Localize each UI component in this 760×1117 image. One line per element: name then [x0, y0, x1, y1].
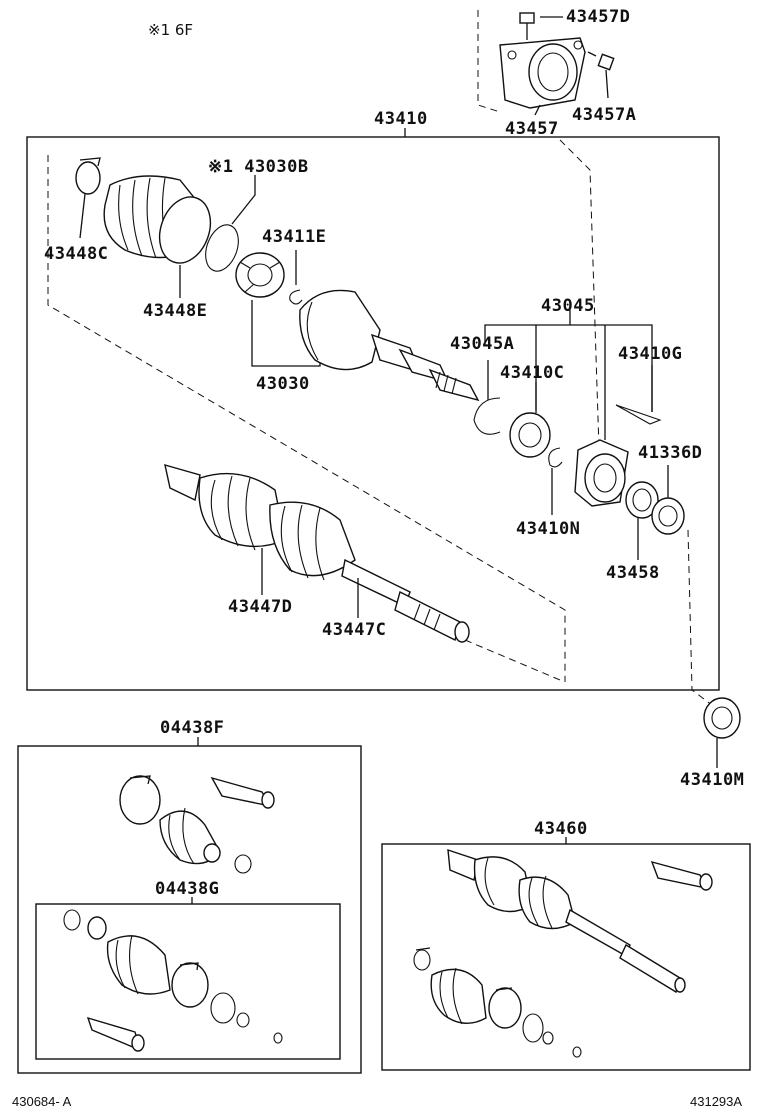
boot-clamp-43448E-part — [158, 196, 212, 264]
label-43447C: 43447C — [322, 620, 386, 640]
inboard-joint-shaft-part — [164, 464, 470, 643]
assembly-43460-contents — [413, 848, 713, 1058]
kit-04438G-contents — [63, 909, 283, 1052]
bolt-43457A-part — [587, 51, 615, 71]
leader-43457A — [605, 69, 609, 99]
guide-line-left — [47, 155, 566, 682]
label-43030B: ※1 43030B — [208, 157, 309, 177]
bearing-bracket-part — [499, 37, 586, 109]
label-43410G: 43410G — [618, 344, 682, 364]
label-43457A: 43457A — [572, 105, 636, 125]
leader-43030B — [231, 175, 256, 225]
label-04438F: 04438F — [160, 718, 224, 738]
dust-deflector-43458-part — [625, 481, 659, 519]
label-43447D: 43447D — [228, 597, 292, 617]
label-43045A: 43045A — [450, 334, 514, 354]
guide-line-shaft-end — [464, 639, 561, 681]
guide-line-bracket — [477, 10, 501, 113]
label-43448C: 43448C — [44, 244, 108, 264]
boot-clamp-43448C-part — [75, 157, 101, 195]
assembly-frame-43410 — [26, 136, 720, 691]
outboard-cv-joint-part — [235, 252, 285, 298]
circlip-43411E-part — [289, 289, 303, 305]
center-bearing-43410C-part — [509, 412, 551, 458]
footer-left-code: 430684- A — [12, 1094, 72, 1109]
label-43045: 43045 — [541, 296, 595, 316]
label-43410: 43410 — [374, 109, 428, 129]
guide-line-seal — [687, 529, 713, 706]
label-43457: 43457 — [505, 119, 559, 139]
bearing-housing-part — [574, 439, 629, 507]
oil-seal-41336D-part — [651, 497, 685, 535]
outer-joint-shaft-part — [299, 289, 480, 402]
oil-seal-43410M-part — [703, 697, 741, 739]
label-43460: 43460 — [534, 819, 588, 839]
label-43457D: 43457D — [566, 7, 630, 27]
kit-frame-04438F — [17, 745, 362, 1074]
label-43411E: 43411E — [262, 227, 326, 247]
footer-right-code: 431293A — [690, 1094, 742, 1109]
snap-ring-43045A-part — [473, 397, 501, 435]
snap-ring-43030B-part — [205, 224, 239, 272]
washer-43410G-part — [615, 404, 662, 425]
label-41336D: 41336D — [638, 443, 702, 463]
kit-04438F-contents — [119, 775, 275, 874]
kit-frame-04438G — [35, 903, 341, 1060]
leader-43457 — [534, 104, 541, 116]
leader-43448C — [79, 193, 86, 239]
guide-line-bracket-drop — [559, 139, 601, 481]
label-43458: 43458 — [606, 563, 660, 583]
label-43410M: 43410M — [680, 770, 744, 790]
label-43030: 43030 — [256, 374, 310, 394]
top-note: ※1 6F — [148, 21, 193, 39]
label-04438G: 04438G — [155, 879, 219, 899]
label-43410C: 43410C — [500, 363, 564, 383]
bolt-43457D-part — [519, 12, 535, 40]
circlip-43410N-part — [548, 447, 563, 468]
label-43448E: 43448E — [143, 301, 207, 321]
label-43410N: 43410N — [516, 519, 580, 539]
